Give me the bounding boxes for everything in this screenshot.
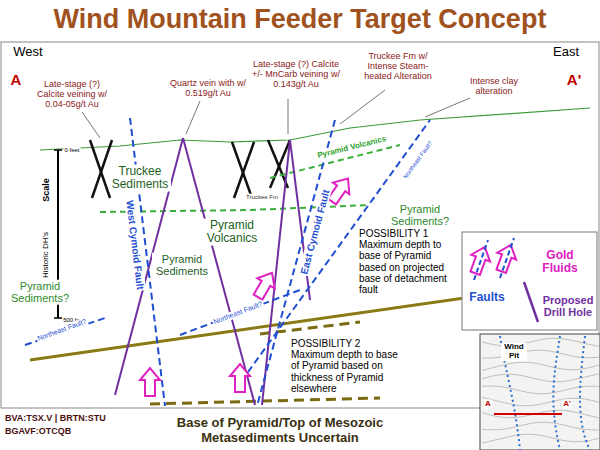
leader-line (186, 101, 200, 134)
historic-hole (232, 142, 252, 198)
legend-text: Proposed Drill Hole (541, 294, 595, 319)
leader-line (340, 90, 385, 124)
leader-line (82, 112, 100, 138)
ticker: BGAVF:OTCQB (4, 426, 134, 436)
unit-label: Pyramid Sediments? (6, 280, 74, 305)
unit-label: Truckee Sediments (109, 165, 171, 192)
scale-label: Scale (41, 177, 51, 203)
legend-box (462, 232, 597, 330)
contour-line (482, 410, 600, 418)
topography (40, 108, 590, 150)
direction-label: West (12, 45, 43, 60)
leader-line (288, 99, 289, 134)
gold-fluid-arrow (249, 268, 280, 302)
map-fault (580, 336, 590, 450)
contour-line (482, 373, 600, 382)
contour-line (482, 338, 600, 347)
possibility-note: POSSIBILITY 1 Maximum depth to base of P… (358, 228, 458, 295)
uncertainty-note: Base of Pyramid/Top of Mesozoic Metasedi… (150, 416, 410, 445)
pyramid-base (150, 398, 380, 404)
section-end: A (10, 72, 23, 89)
fault-sample (474, 240, 488, 280)
drill-hole (262, 140, 290, 405)
leader-lines (82, 90, 470, 138)
alteration-note: Intense clay alteration (459, 76, 529, 96)
gold-fluid-arrow (140, 368, 160, 396)
unit-label: Pyramid Sediments? (386, 203, 454, 228)
direction-label: East (552, 45, 580, 60)
alteration-note: Truckee Fm w/ Intense Steam-heated Alter… (357, 51, 439, 81)
map-faults (500, 336, 590, 450)
fault-line (180, 290, 300, 335)
historic-hole (90, 140, 110, 198)
map-fault (553, 336, 560, 450)
legend-text: Faults (468, 291, 505, 304)
legend-text: Gold Fluids (529, 249, 591, 276)
possibility-note: POSSIBILITY 2 Maximum depth to base of P… (290, 338, 402, 394)
contour-line (482, 397, 600, 406)
unit-label: Pyramid Volcanics (203, 219, 261, 246)
assay-note: Late-stage (?) Calcite veining w/ 0.04-0… (32, 79, 112, 109)
gold-fluid-arrow (230, 364, 250, 392)
historic-drill-holes (90, 140, 290, 198)
historic-holes-label: Historic DH's (42, 231, 51, 279)
pyramid-base (260, 322, 360, 334)
section-line (494, 413, 562, 415)
historic-hole (234, 142, 254, 198)
ticker: BVA:TSX.V | BRTN:STU (4, 413, 134, 423)
title: Wind Mountain Feeder Target Concept (0, 4, 600, 35)
contour-line (482, 434, 600, 443)
section-frame (1, 42, 599, 408)
scale-tick (54, 149, 62, 151)
contour-line (482, 386, 600, 394)
unit-label: Truckee Fm (245, 194, 279, 201)
assay-note: Late-stage (?) Calcite +/- MnCarb veinin… (250, 59, 342, 89)
location-map (480, 334, 600, 450)
leader-line (425, 98, 470, 117)
map-section-end: A' (562, 400, 572, 409)
section-end: A' (566, 72, 582, 89)
scale-label: 0 feet (63, 147, 80, 154)
assay-note: Quartz vein with w/ 0.519g/t Au (168, 78, 248, 98)
scale-tick (54, 317, 62, 319)
unit-label: Pyramid Sediments (152, 253, 212, 278)
drill-hole-sample (524, 282, 538, 322)
map-section-end: A (484, 400, 492, 409)
map-label: Wind Pit (501, 343, 527, 361)
fault-sample (500, 238, 514, 278)
legend-samples (466, 238, 538, 322)
